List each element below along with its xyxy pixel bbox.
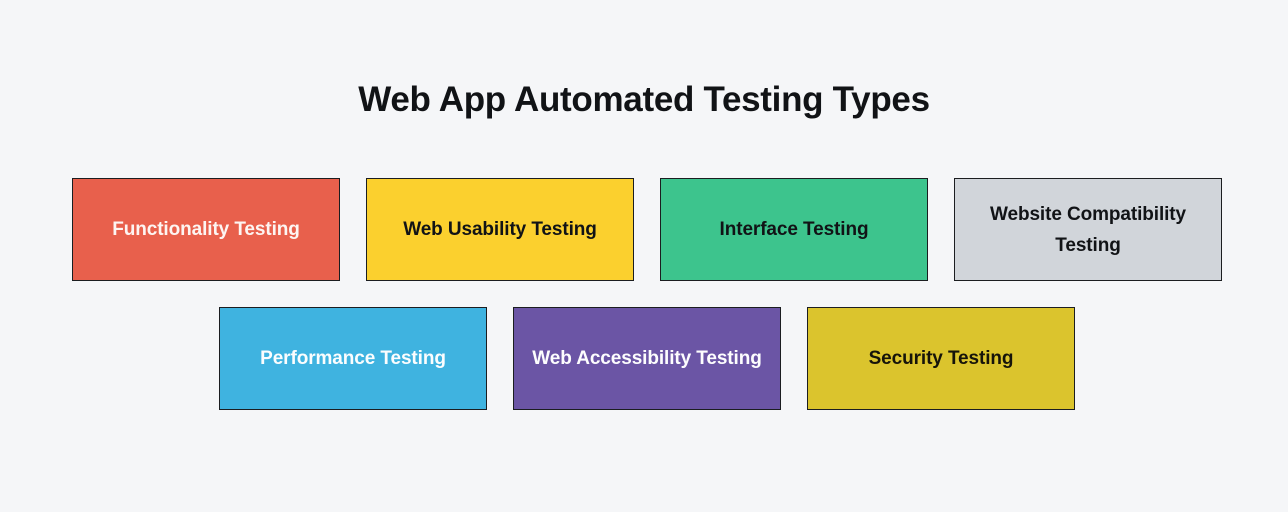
card-functionality-testing[interactable]: Functionality Testing [72, 178, 340, 281]
card-interface-testing[interactable]: Interface Testing [660, 178, 928, 281]
card-label: Performance Testing [260, 348, 446, 369]
card-label: Interface Testing [719, 219, 869, 240]
card-label: Web Accessibility Testing [532, 348, 762, 369]
card-security-testing[interactable]: Security Testing [807, 307, 1075, 410]
card-label: Functionality Testing [112, 219, 300, 240]
testing-types-row-1: Functionality Testing Web Usability Test… [72, 178, 1222, 281]
card-label: Website Compatibility Testing [989, 203, 1187, 256]
page-title: Web App Automated Testing Types [358, 80, 930, 119]
card-web-accessibility-testing[interactable]: Web Accessibility Testing [513, 307, 781, 410]
card-performance-testing[interactable]: Performance Testing [219, 307, 487, 410]
card-label: Web Usability Testing [403, 219, 597, 240]
card-web-usability-testing[interactable]: Web Usability Testing [366, 178, 634, 281]
testing-types-row-2: Performance Testing Web Accessibility Te… [219, 307, 1075, 410]
card-label: Security Testing [868, 348, 1014, 369]
card-website-compatibility-testing[interactable]: Website Compatibility Testing [954, 178, 1222, 281]
